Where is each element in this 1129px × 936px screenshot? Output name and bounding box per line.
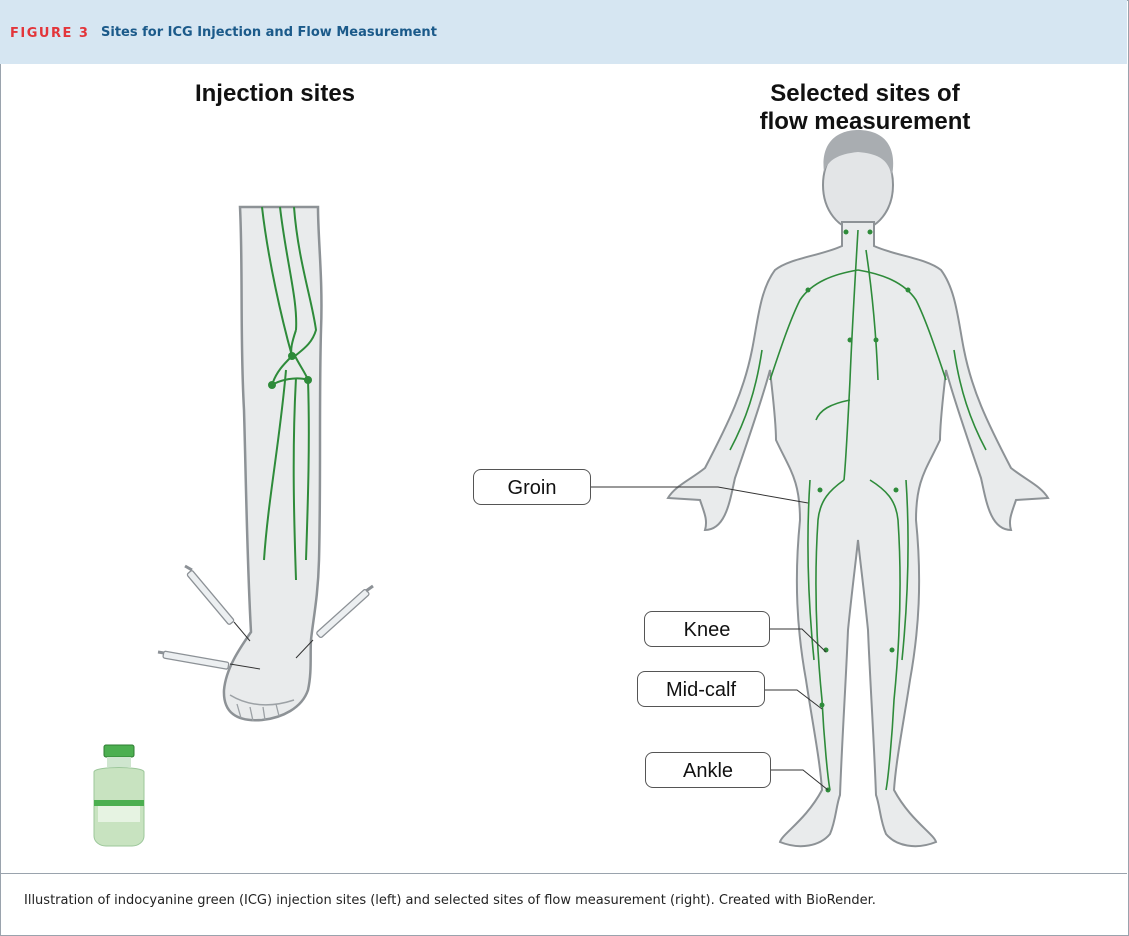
callout-ankle: Ankle — [645, 752, 771, 788]
syringe-icon — [185, 566, 250, 641]
icg-vial-icon — [94, 745, 144, 846]
caption-divider — [0, 873, 1127, 874]
body-illustration — [590, 130, 1048, 846]
leg-illustration — [158, 207, 373, 721]
callout-mid-calf: Mid-calf — [637, 671, 765, 707]
callout-groin: Groin — [473, 469, 591, 505]
figure-caption: Illustration of indocyanine green (ICG) … — [24, 893, 876, 908]
callout-knee: Knee — [644, 611, 770, 647]
illustration-svg — [0, 0, 1129, 870]
